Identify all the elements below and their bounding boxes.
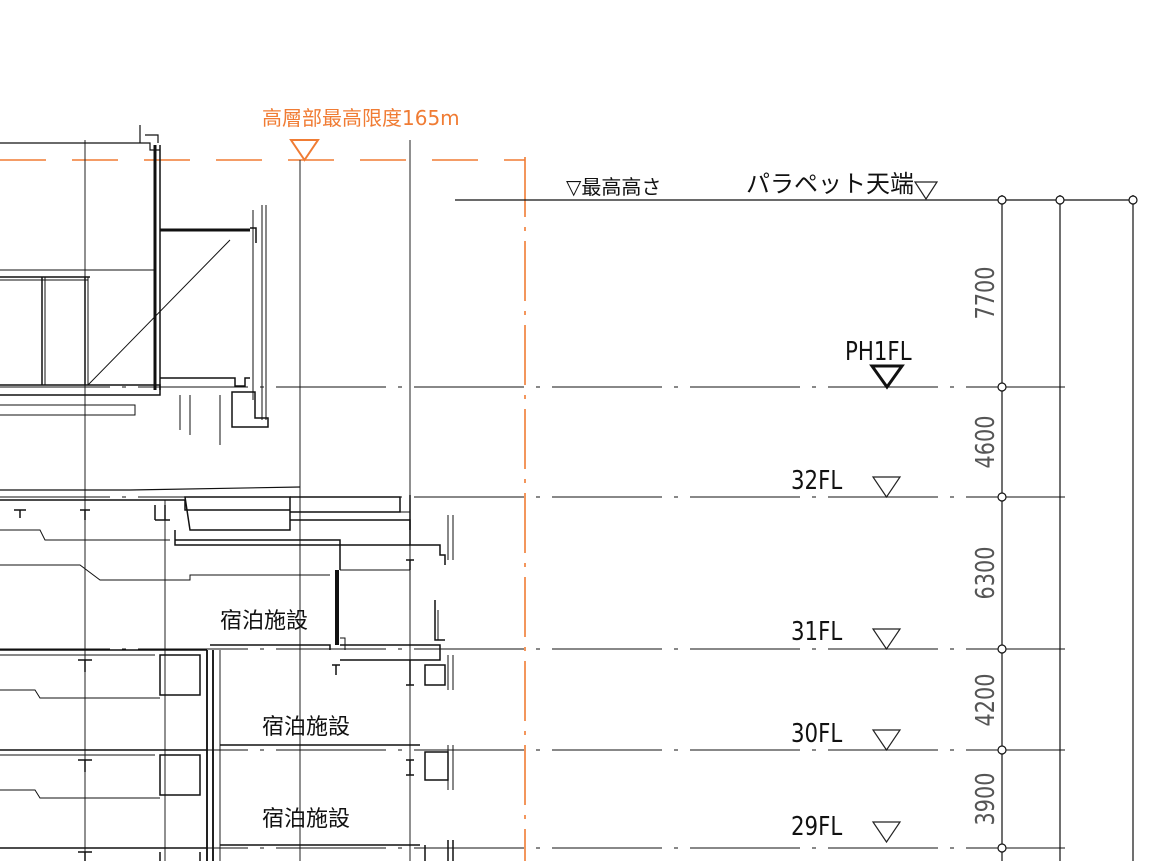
level-marker-icon [871,821,902,844]
room-label: 宿泊施設 [262,715,350,740]
building-section [0,125,454,861]
room-label: 宿泊施設 [220,609,308,634]
level-marker-icon [871,476,902,499]
level-label: 31FL [791,616,843,647]
max-height-label: ▽最高高さ [566,175,661,199]
dimension-labels: 7700 4600 6300 4200 3900 [970,267,1001,826]
level-label: 30FL [791,718,843,749]
level-label: 32FL [791,465,843,496]
parapet-marker-icon [913,181,939,201]
dimension-label: 4600 [970,416,1001,469]
level-marker-icon [871,628,902,651]
level-marker-icon [869,364,905,390]
level-labels: PH1FL 32FL 31FL 30FL 29FL [791,336,912,844]
dimension-label: 3900 [970,773,1001,826]
height-limit-label: 高層部最高限度165m [262,106,460,130]
dimension-label: 4200 [970,674,1001,727]
dimension-label: 6300 [970,547,1001,600]
level-marker-icon [871,729,902,752]
room-label: 宿泊施設 [262,807,350,832]
room-labels: 宿泊施設 宿泊施設 宿泊施設 [220,609,350,832]
height-limit-marker-icon [289,139,320,162]
dimension-label: 7700 [970,267,1001,320]
level-label: PH1FL [845,336,912,367]
level-label: 29FL [791,811,843,842]
parapet-top-label: パラペット天端 [746,170,914,198]
